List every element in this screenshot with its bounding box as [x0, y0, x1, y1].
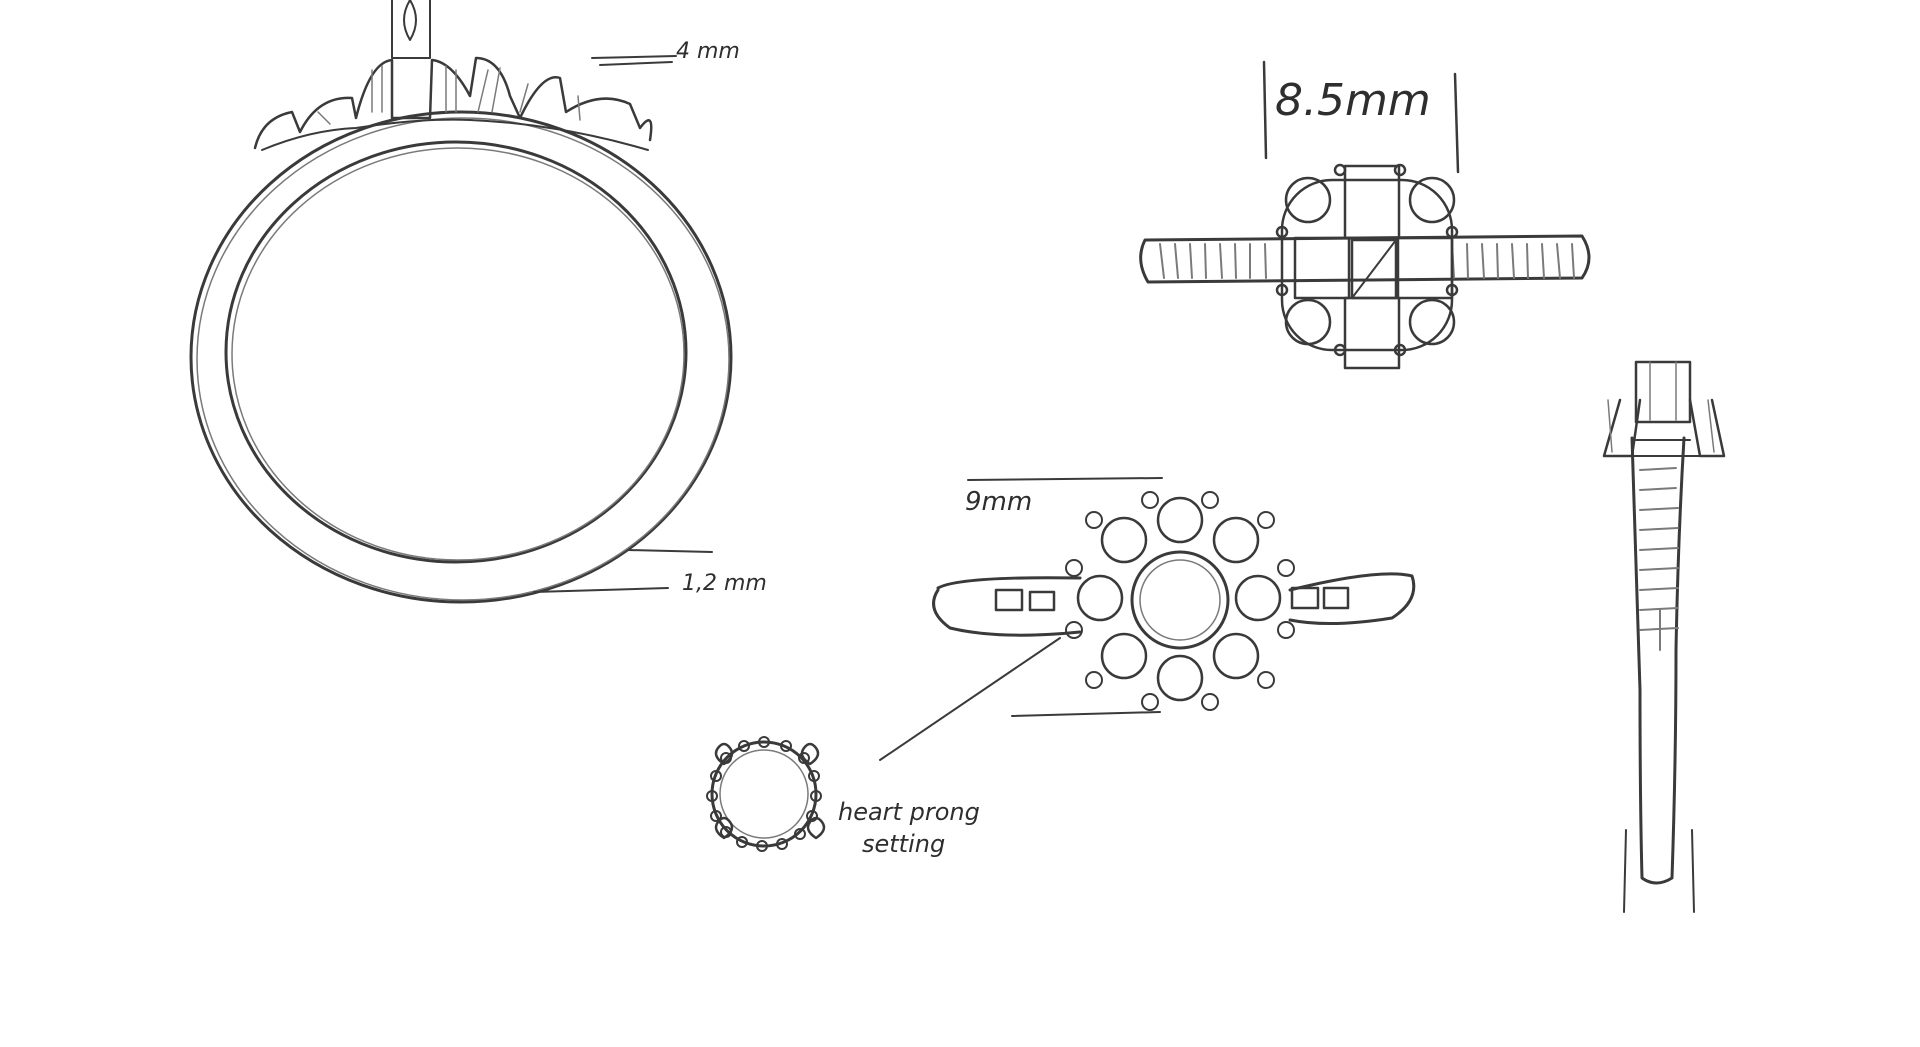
- front-view-band: [932, 572, 1416, 637]
- detail-label-line2: setting: [862, 830, 945, 858]
- side-view: [1602, 360, 1726, 913]
- detail-label-line1: heart prong: [838, 798, 980, 826]
- corner-stone-tl: [1284, 176, 1332, 224]
- dimension-label-8-5mm: 8.5mm: [1275, 75, 1431, 126]
- corner-stone-tr: [1408, 176, 1456, 224]
- side-profile-view: 4 mm 1,2 mm: [189, 0, 767, 604]
- top-view: 8.5mm: [1139, 60, 1591, 370]
- front-view-halo: [1065, 491, 1295, 711]
- dimension-line-bottom: [533, 549, 713, 593]
- band-outer-edge: [189, 110, 733, 604]
- band-inner-edge: [224, 140, 688, 564]
- band-stones: [994, 586, 1350, 612]
- front-view: 9mm: [879, 477, 1416, 761]
- detail-leader-line: [879, 637, 1061, 761]
- corner-stone-br: [1408, 298, 1456, 346]
- profile-stone-cluster: [253, 0, 653, 151]
- dimension-label-4mm: 4 mm: [676, 39, 740, 64]
- side-view-head: [1602, 360, 1726, 458]
- dimension-line-top: [591, 55, 677, 66]
- heart-prong-icon: [714, 742, 826, 840]
- band-hatching: [1159, 243, 1575, 279]
- corner-stone-bl: [1284, 298, 1332, 346]
- side-view-shank: [1630, 436, 1686, 885]
- dimension-label-1-2mm: 1,2 mm: [682, 571, 767, 596]
- dimension-label-9mm: 9mm: [965, 487, 1032, 517]
- heart-prong-detail: heart prong setting: [706, 736, 980, 858]
- top-view-band: [1139, 234, 1591, 284]
- top-view-head: [1275, 163, 1459, 370]
